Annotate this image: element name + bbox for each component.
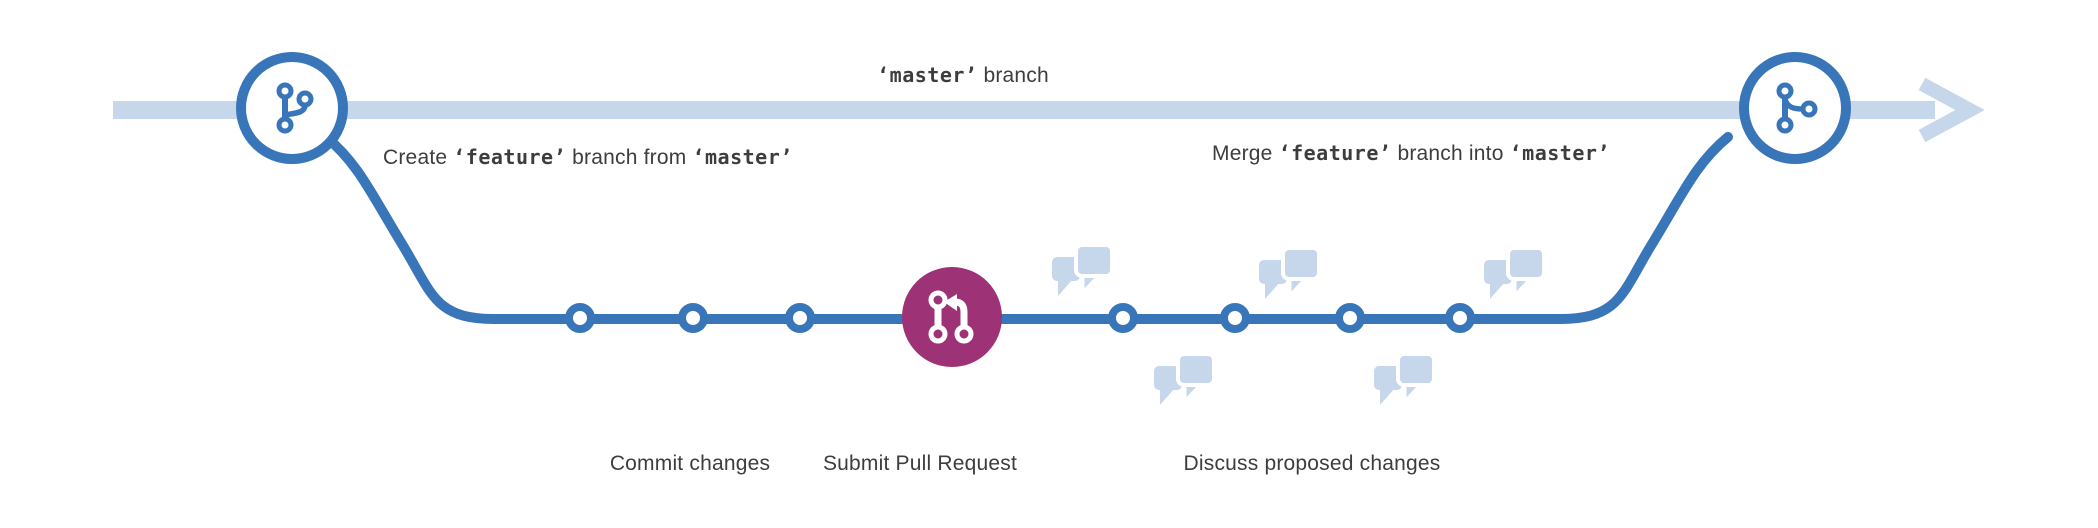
commit-node (1108, 303, 1138, 333)
master-branch-code-text: ‘master’ (877, 63, 978, 87)
commit-node (1335, 303, 1365, 333)
git-branch-icon (276, 82, 314, 134)
comment-discussion-icon (1257, 246, 1321, 301)
create-branch-pre-text: Create (383, 146, 454, 169)
submit-pull-request-label: Submit Pull Request (822, 452, 1018, 475)
create-branch-code2-text: ‘master’ (692, 145, 793, 169)
commit-node (785, 303, 815, 333)
merge-branch-label: Merge ‘feature’ branch into ‘master’ (1212, 141, 1610, 166)
discuss-changes-label: Discuss proposed changes (1183, 452, 1441, 475)
comment-discussion-icon (1372, 352, 1436, 407)
master-branch-rest-text: branch (977, 64, 1049, 87)
master-branch-label: ‘master’ branch (877, 63, 1049, 88)
git-merge-icon (1776, 82, 1818, 134)
git-pull-request-icon (928, 290, 974, 344)
pull-request-node (902, 267, 1002, 367)
master-arrowhead-icon (1918, 77, 1985, 143)
create-branch-code1-text: ‘feature’ (453, 145, 567, 169)
comment-discussion-icon (1152, 352, 1216, 407)
feature-branch-line (321, 132, 1733, 324)
commit-node (1445, 303, 1475, 333)
merge-branch-mid-text: branch into (1391, 142, 1510, 165)
branch-point-node (236, 52, 348, 164)
commit-changes-label: Commit changes (609, 452, 771, 475)
merge-branch-code1-text: ‘feature’ (1278, 141, 1392, 165)
commit-node (565, 303, 595, 333)
merge-branch-code2-text: ‘master’ (1509, 141, 1610, 165)
commit-node (1220, 303, 1250, 333)
comment-discussion-icon (1482, 246, 1546, 301)
merge-point-node (1739, 52, 1851, 164)
master-branch-line (113, 101, 1935, 119)
merge-branch-pre-text: Merge (1212, 142, 1279, 165)
create-branch-mid-text: branch from (566, 146, 693, 169)
create-branch-label: Create ‘feature’ branch from ‘master’ (383, 145, 793, 170)
commit-node (678, 303, 708, 333)
comment-discussion-icon (1050, 243, 1114, 298)
